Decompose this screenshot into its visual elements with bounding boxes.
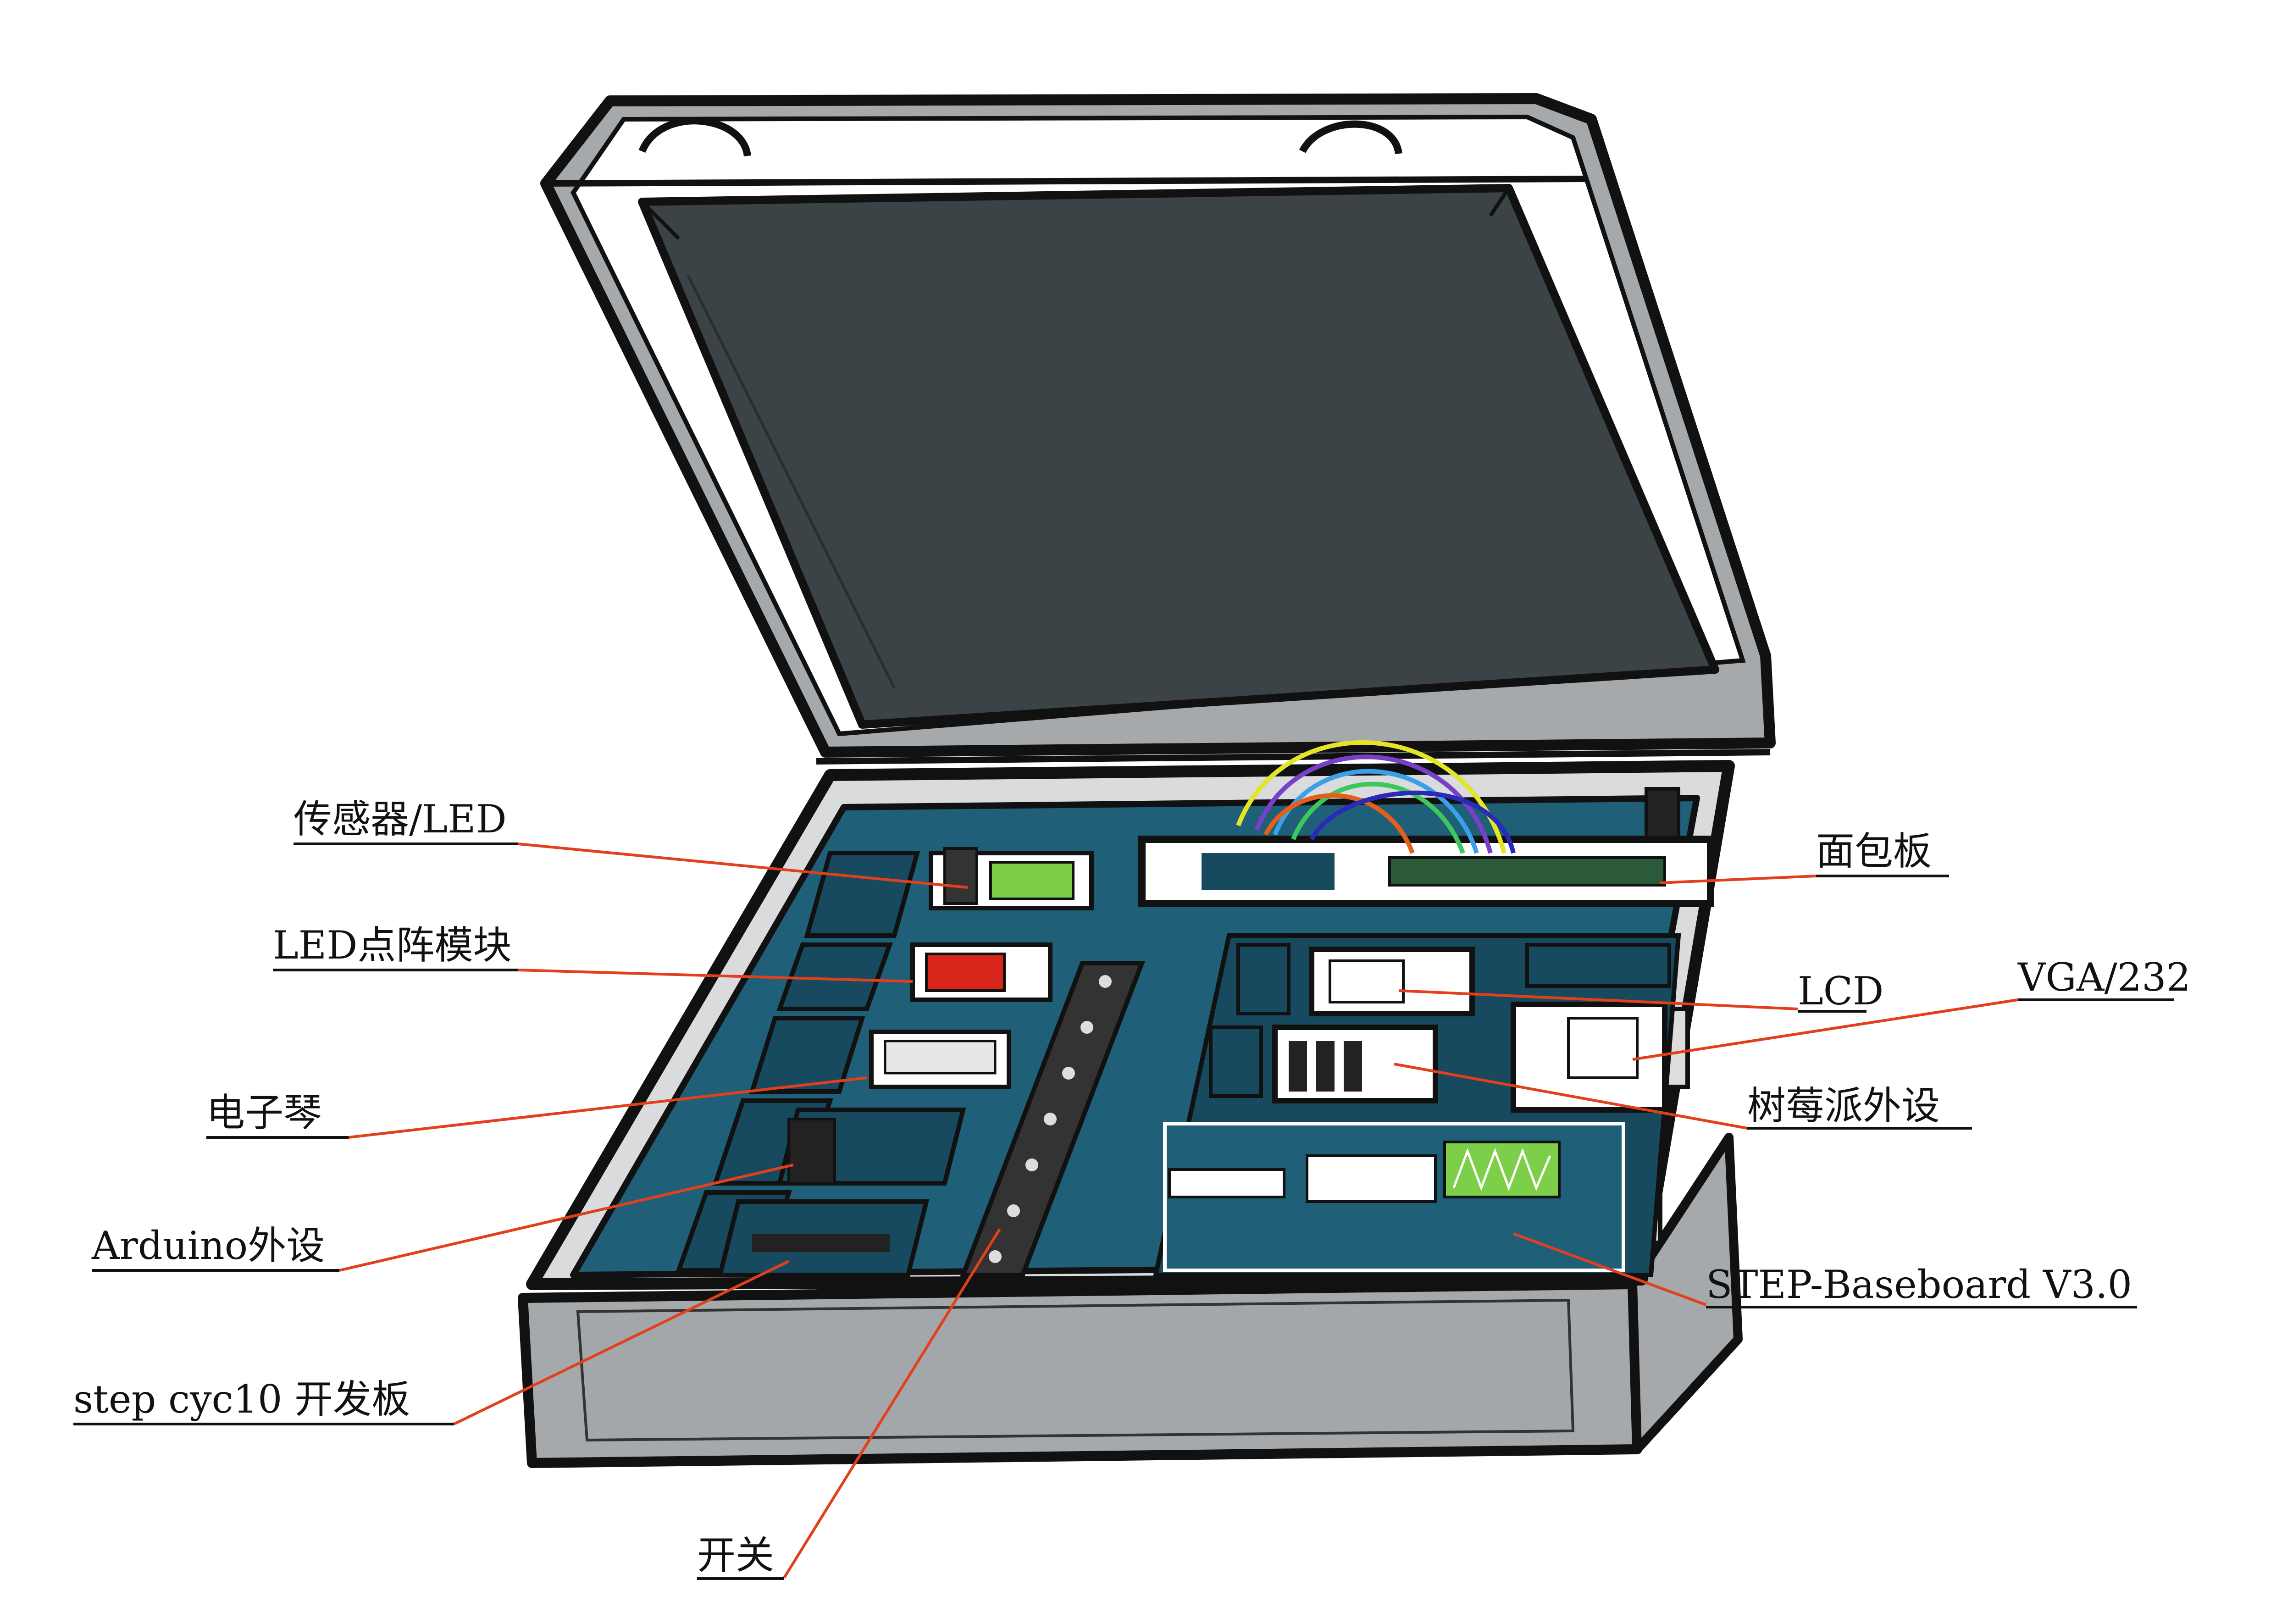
label-raspberry: 树莓派外设 — [1747, 1083, 1940, 1128]
leader-switch — [783, 1228, 1001, 1579]
case-lid — [540, 93, 1776, 765]
label-led-matrix: LED点阵模块 — [273, 923, 511, 968]
step-baseboard — [1152, 933, 1681, 1277]
piano-module — [869, 1030, 1011, 1089]
arduino-peripherals — [776, 1108, 966, 1186]
label-vga232: VGA/232 — [2017, 955, 2191, 1000]
switch-strip — [959, 961, 1146, 1277]
leader-arduino — [339, 1164, 794, 1272]
led-matrix-module — [910, 942, 1052, 1002]
lid-handle-left — [638, 117, 751, 157]
leader-cyc10 — [453, 1260, 790, 1425]
leader-breadboard — [1660, 875, 1817, 884]
label-baseboard: STEP-Baseboard V3.0 — [1706, 1262, 2132, 1307]
label-lcd: LCD — [1798, 969, 1883, 1014]
label-breadboard: 面包板 — [1816, 829, 1932, 874]
label-switch: 开关 — [697, 1533, 774, 1578]
label-cyc10: step cyc10 开发板 — [73, 1377, 410, 1422]
label-arduino: Arduino外设 — [91, 1223, 325, 1268]
leader-piano — [348, 1076, 867, 1139]
lid-handle-right — [1299, 120, 1402, 155]
cyc10-board — [717, 1199, 930, 1277]
jumper-wires — [1236, 740, 1516, 854]
lid-interior — [638, 184, 1719, 729]
callout-labels: 传感器/LED LED点阵模块 电子琴 Arduino外设 step cyc10… — [73, 797, 2191, 1580]
leader-sensor-led — [518, 842, 968, 889]
label-sensor-led: 传感器/LED — [294, 797, 507, 842]
sensor-led-module — [929, 847, 1094, 910]
leader-raspberry — [1394, 1063, 1748, 1130]
breadboard — [1138, 836, 1714, 907]
leader-baseboard — [1512, 1232, 1707, 1306]
leader-led-matrix — [518, 969, 913, 983]
leader-vga232 — [1632, 998, 2018, 1061]
leader-lcd — [1398, 989, 1798, 1010]
label-piano: 电子琴 — [206, 1090, 322, 1135]
leader-lines — [339, 842, 2018, 1579]
